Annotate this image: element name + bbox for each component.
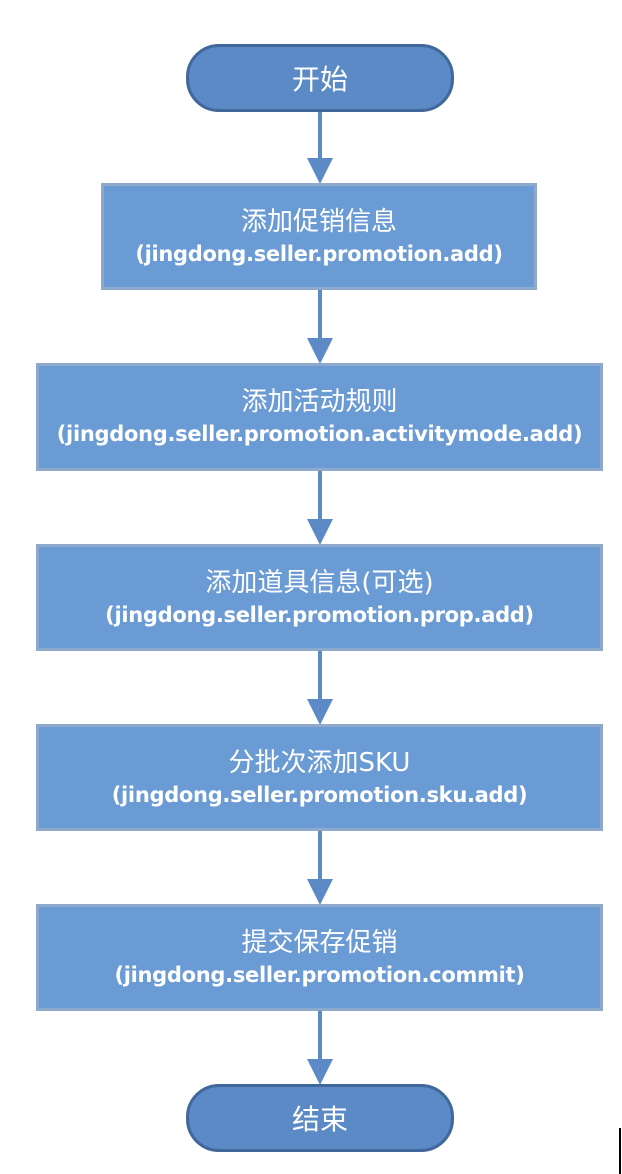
step-3-api: (jingdong.seller.promotion.prop.add) xyxy=(105,602,534,627)
step-1-title: 添加促销信息 xyxy=(240,206,397,237)
process-step-4: 分批次添加SKU (jingdong.seller.promotion.sku.… xyxy=(36,724,603,831)
arrow-step-3-to-step-4 xyxy=(307,651,333,725)
page-margin-line xyxy=(619,1128,621,1174)
step-4-api: (jingdong.seller.promotion.sku.add) xyxy=(111,782,528,807)
arrow-step-2-to-step-3 xyxy=(307,471,333,545)
start-label: 开始 xyxy=(291,63,348,96)
step-3-title: 添加道具信息(可选) xyxy=(205,567,434,598)
step-5-api: (jingdong.seller.promotion.commit) xyxy=(114,962,525,987)
arrow-start-to-step-1 xyxy=(307,112,333,184)
arrow-step-4-to-step-5 xyxy=(307,831,333,905)
arrow-step-1-to-step-2 xyxy=(307,290,333,364)
step-1-api: (jingdong.seller.promotion.add) xyxy=(135,241,503,266)
end-label: 结束 xyxy=(291,1103,348,1136)
step-2-api: (jingdong.seller.promotion.activitymode.… xyxy=(56,422,583,447)
process-step-1: 添加促销信息 (jingdong.seller.promotion.add) xyxy=(101,183,537,290)
process-step-3: 添加道具信息(可选) (jingdong.seller.promotion.pr… xyxy=(36,544,603,651)
arrow-step-5-to-end xyxy=(307,1011,333,1085)
process-step-5: 提交保存促销 (jingdong.seller.promotion.commit… xyxy=(36,904,603,1011)
step-2-title: 添加活动规则 xyxy=(241,387,398,418)
start-node: 开始 xyxy=(186,44,454,112)
end-node: 结束 xyxy=(186,1084,454,1152)
step-5-title: 提交保存促销 xyxy=(241,927,398,958)
process-step-2: 添加活动规则 (jingdong.seller.promotion.activi… xyxy=(36,363,603,471)
step-4-title: 分批次添加SKU xyxy=(228,747,411,778)
